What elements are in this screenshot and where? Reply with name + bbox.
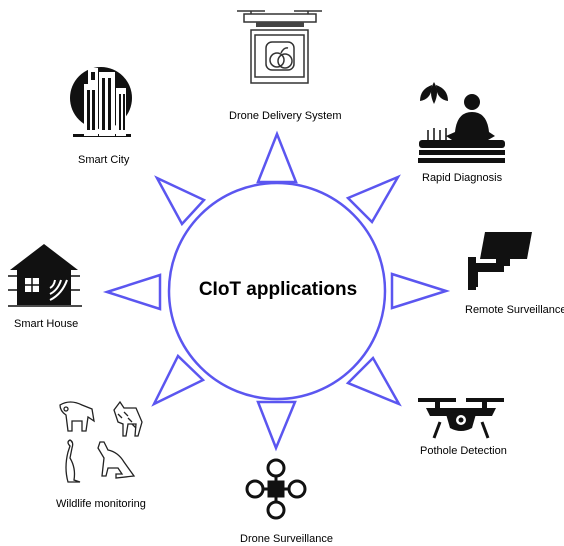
- label-drone-surveillance: Drone Surveillance: [240, 533, 333, 545]
- arrow-south: [256, 400, 297, 452]
- arrow-west: [102, 273, 162, 311]
- smart-city-icon: [70, 67, 132, 137]
- arrow-northeast: [345, 174, 401, 225]
- label-drone-delivery: Drone Delivery System: [229, 110, 342, 122]
- wildlife-monitoring-icon: [59, 400, 143, 483]
- arrow-northwest: [154, 175, 207, 227]
- arrow-southeast: [345, 355, 402, 407]
- label-remote-surveillance: Remote Surveillance: [465, 304, 564, 316]
- drone-surveillance-icon: [245, 458, 307, 520]
- arrow-southwest: [151, 353, 206, 407]
- label-smart-house: Smart House: [14, 318, 79, 330]
- remote-surveillance-icon: [468, 232, 532, 290]
- arrow-east: [390, 272, 451, 310]
- label-smart-city: Smart City: [78, 154, 130, 166]
- pothole-detection-icon: [418, 398, 504, 439]
- label-rapid-diagnosis: Rapid Diagnosis: [422, 172, 503, 184]
- drone-delivery-icon: [237, 10, 322, 84]
- label-pothole-detection: Pothole Detection: [420, 445, 507, 457]
- rapid-diagnosis-icon: [418, 82, 505, 163]
- label-wildlife-monitoring: Wildlife monitoring: [56, 498, 146, 510]
- smart-house-icon: [8, 244, 82, 307]
- center-title: CIoT applications: [198, 279, 358, 300]
- arrow-north: [256, 130, 298, 184]
